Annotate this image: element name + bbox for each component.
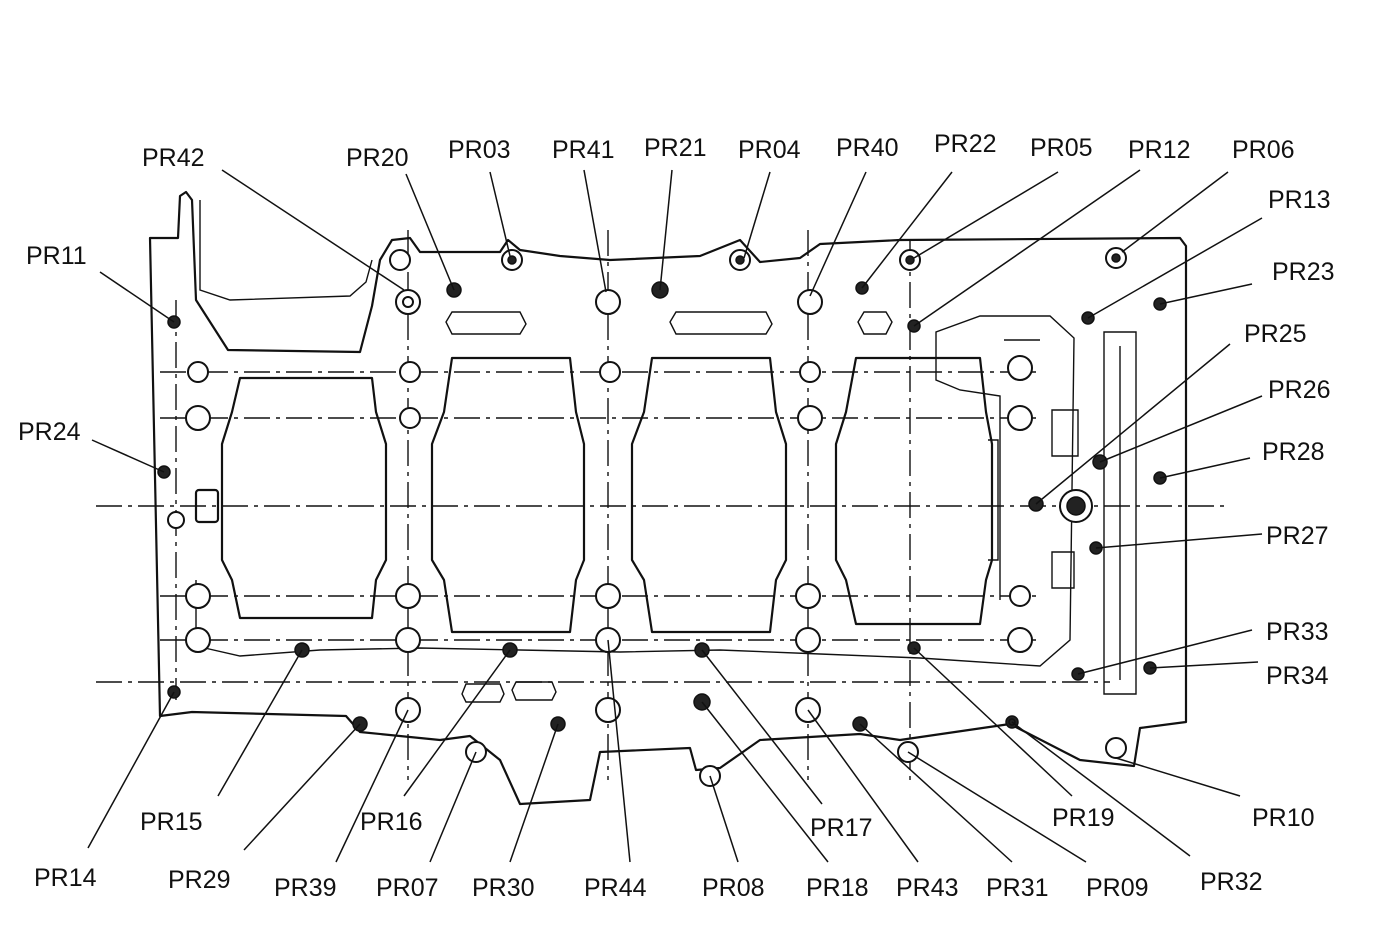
label-pr13: PR13 [1268,186,1331,214]
label-pr14: PR14 [34,864,97,892]
label-pr06: PR06 [1232,136,1295,164]
label-pr33: PR33 [1266,618,1329,646]
label-pr19: PR19 [1052,804,1115,832]
label-pr40: PR40 [836,134,899,162]
label-pr43: PR43 [896,874,959,902]
label-pr39: PR39 [274,874,337,902]
measurement-points [157,253,1167,732]
label-pr11: PR11 [26,242,87,270]
label-pr16: PR16 [360,808,423,836]
label-pr17: PR17 [810,814,873,842]
label-pr09: PR09 [1086,874,1149,902]
label-pr04: PR04 [738,136,801,164]
label-pr24: PR24 [18,418,81,446]
label-pr25: PR25 [1244,320,1307,348]
label-pr31: PR31 [986,874,1049,902]
label-pr03: PR03 [448,136,511,164]
label-pr08: PR08 [702,874,765,902]
label-pr22: PR22 [934,130,997,158]
point-pr04 [735,255,745,265]
label-pr23: PR23 [1272,258,1335,286]
label-pr32: PR32 [1200,868,1263,896]
label-pr27: PR27 [1266,522,1329,550]
point-pr05 [905,255,915,265]
labels: PR42 PR20 PR03 PR41 PR21 PR04 PR40 PR22 … [18,130,1335,902]
label-pr44: PR44 [584,874,647,902]
label-pr07: PR07 [376,874,439,902]
label-pr12: PR12 [1128,136,1191,164]
block-outline [148,190,1188,806]
point-pr03 [507,255,517,265]
label-pr10: PR10 [1252,804,1315,832]
label-pr18: PR18 [806,874,869,902]
label-pr15: PR15 [140,808,203,836]
bearing-holes [167,247,1127,787]
label-pr21: PR21 [644,134,707,162]
label-pr41: PR41 [552,136,615,164]
point-pr42 [402,296,414,308]
label-pr20: PR20 [346,144,409,172]
center-lines [96,230,1230,780]
label-pr30: PR30 [472,874,535,902]
label-pr26: PR26 [1268,376,1331,404]
label-pr29: PR29 [168,866,231,894]
point-pr06 [1111,253,1121,263]
label-pr28: PR28 [1262,438,1325,466]
leader-lines [87,169,1263,863]
label-pr42: PR42 [142,144,205,172]
label-pr05: PR05 [1030,134,1093,162]
label-pr34: PR34 [1266,662,1329,690]
cylinder-bays [220,356,999,634]
